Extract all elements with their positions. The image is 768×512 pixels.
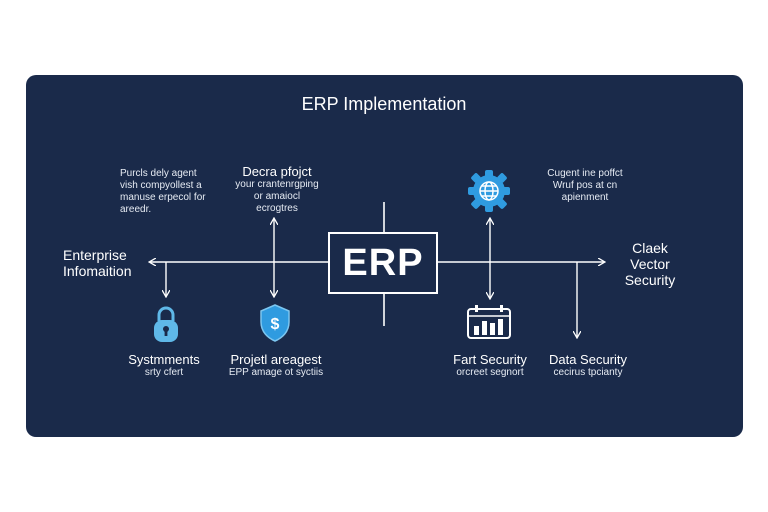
svg-text:$: $ xyxy=(271,316,280,333)
node-title: Data Security xyxy=(548,352,628,367)
node-title: Systmments xyxy=(128,352,200,367)
lock-icon xyxy=(154,306,178,342)
right-label: Claek Vector Security xyxy=(612,240,688,288)
note-line: manuse erpecol for xyxy=(120,192,206,203)
node-data-security: Data Security cecirus tpcianty xyxy=(536,352,640,379)
node-sub: srty cfert xyxy=(144,367,184,378)
node-systmments: Systmments srty cfert xyxy=(116,352,212,379)
note-line: vish compyollest a xyxy=(120,180,202,191)
note-top-right: Cugent ine poffct Wruf pos at cn apienme… xyxy=(530,168,640,204)
note-line: areedr. xyxy=(120,204,152,215)
node-sub: cecirus tpcianty xyxy=(553,367,623,378)
right-label-line: Claek xyxy=(632,240,668,256)
note-line: Purcls dely agent xyxy=(120,168,197,179)
left-label: Enterprise Infomaition xyxy=(63,247,131,279)
globe-gear-icon xyxy=(468,170,510,212)
node-fart-security: Fart Security orcreet segnort xyxy=(436,352,544,379)
note-line: Cugent ine poffct xyxy=(547,168,623,179)
note-line: ecrogtres xyxy=(256,203,298,214)
node-sub: orcreet segnort xyxy=(456,367,524,378)
note-line: your crantenrgping xyxy=(235,179,319,190)
note-top-center: Decra pfojct your crantenrgping or amaio… xyxy=(222,164,332,215)
shield-dollar-icon: $ xyxy=(260,304,290,342)
node-project: Projetl areagest EPP amage ot syctiis xyxy=(216,352,336,379)
diagram-title: ERP Implementation xyxy=(301,94,467,114)
node-title: Fart Security xyxy=(453,352,527,367)
node-title: Projetl areagest xyxy=(230,352,322,367)
left-label-line: Infomaition xyxy=(63,263,132,279)
erp-center-box: ERP xyxy=(328,232,438,294)
note-line: or amaiocl xyxy=(253,191,301,202)
node-sub: EPP amage ot syctiis xyxy=(228,367,324,378)
note-title: Decra pfojct xyxy=(242,164,312,179)
note-line: Wruf pos at cn xyxy=(552,180,618,191)
calendar-chart-icon xyxy=(467,305,511,339)
right-label-line: Security xyxy=(624,272,676,288)
left-label-line: Enterprise xyxy=(63,247,127,263)
right-label-line: Vector xyxy=(630,256,670,272)
note-line: apienment xyxy=(561,192,609,203)
note-top-left: Purcls dely agent vish compyollest a man… xyxy=(120,168,206,216)
